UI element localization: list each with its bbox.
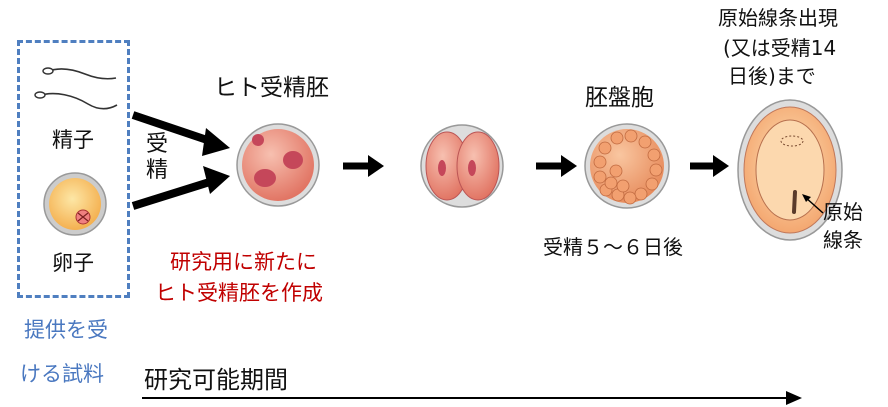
research-note-line2: ヒト受精胚を作成 [155,281,323,305]
sperm-icon [42,67,117,80]
sperm-label: 精子 [52,128,94,152]
provided-samples-box [17,40,130,298]
blastocyst-label: 胚盤胞 [585,85,654,111]
arrow-icon [690,155,729,177]
fertilization-label: 受精 [146,132,169,183]
provided-samples-line2: ける試料 [20,362,104,386]
primitive-streak-title-line1: 原始線条出現 [718,6,838,30]
research-period-label: 研究可能期間 [144,366,288,394]
primitive-streak-title-line2: (又は受精14 [723,36,837,60]
blastocyst-icon [584,123,670,209]
fertilization-arrow-icon [131,166,230,210]
primitive-streak-pointer-icon [802,194,824,214]
research-note-line1: 研究用に新たに [170,250,317,274]
egg-cell-icon [43,172,107,236]
sperm-icon [34,91,118,110]
arrow-icon [343,155,384,177]
egg-label: 卵子 [52,251,94,275]
primitive-streak-label-line2: 線条 [823,228,863,252]
two-cell-embryo-icon [420,124,504,208]
days-after-label: 受精５～６日後 [543,235,683,259]
fertilization-arrow-icon [131,111,230,156]
arrow-icon [536,155,577,177]
research-period-arrow-icon [142,391,802,405]
human-embryo-label: ヒト受精胚 [214,75,329,101]
provided-samples-line1: 提供を受 [24,318,108,342]
primitive-streak-embryo-icon [737,99,843,241]
primitive-streak-title-line3: 日後)まで [728,64,816,88]
fertilized-embryo-icon [236,123,320,207]
primitive-streak-label-line1: 原始 [823,200,863,224]
